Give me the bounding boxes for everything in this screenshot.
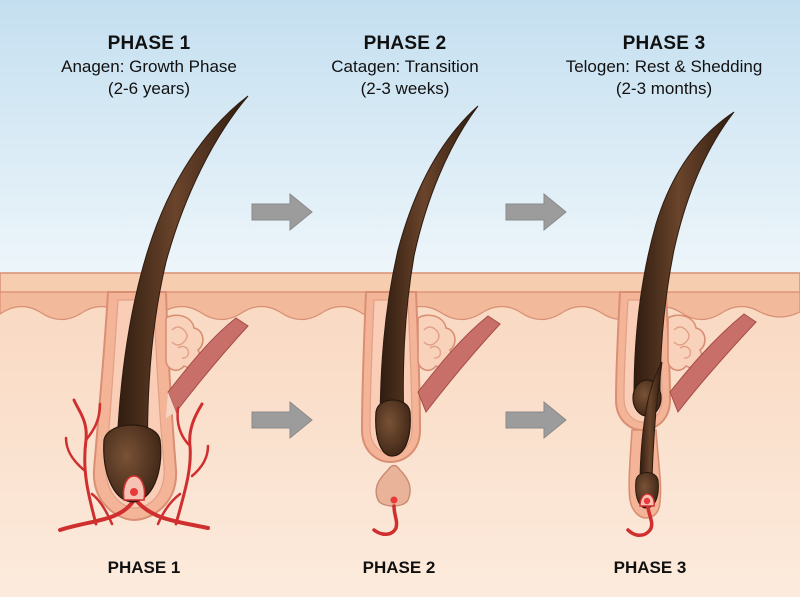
phase-2-illustration [360,105,501,536]
arrector-pili-muscle [417,315,501,414]
arrow-right-icon [505,192,567,232]
club-hair-shaft [633,111,735,397]
arrows [251,192,567,440]
dermal-papilla [375,464,411,507]
phase-duration: (2-6 years) [107,79,191,98]
phase-title: PHASE 1 [107,33,191,54]
phase-2-footer-label: PHASE 2 [362,558,436,577]
hair-shaft [379,105,479,431]
sebaceous-gland [667,314,706,372]
phase-duration: (2-3 months) [615,79,713,98]
arrector-pili-muscle [167,317,249,414]
blood-vessels [58,398,210,532]
phase-name: Anagen: Growth Phase [61,57,237,76]
phase-name: Telogen: Rest & Shedding [565,57,763,76]
arrow-right-icon [505,400,567,440]
phase-title: PHASE 3 [622,33,706,54]
hair-shaft [115,95,249,471]
sebaceous-gland [417,314,456,372]
sebaceous-gland [165,314,204,372]
phase-1-footer-label: PHASE 1 [107,558,181,577]
blood-vessels [626,506,654,537]
papilla-capillary [130,488,138,496]
phase-1-heading: PHASE 1 Anagen: Growth Phase (2-6 years) [19,32,279,100]
phase-1-illustration [58,95,249,532]
new-hair-shaft [639,361,663,487]
phase-name: Catagen: Transition [331,57,479,76]
blood-vessels [372,504,399,536]
arrow-right-icon [251,192,313,232]
phase-2-heading: PHASE 2 Catagen: Transition (2-3 weeks) [275,32,535,100]
arrector-pili-muscle [669,313,757,413]
sebaceous-lobules [423,326,442,359]
hair-bulb [103,424,162,503]
phase-3-footer-label: PHASE 3 [613,558,687,577]
papilla-capillary [390,496,398,504]
phase-duration: (2-3 weeks) [360,79,450,98]
sebaceous-lobules [171,326,190,359]
muscle-tendon [166,392,176,418]
hair-bulb [375,399,411,457]
phase-3-heading: PHASE 3 Telogen: Rest & Shedding (2-3 mo… [534,32,794,100]
phase-3-illustration [614,111,757,537]
phase-title: PHASE 2 [363,33,447,54]
papilla-capillary [643,497,651,505]
sebaceous-lobules [673,326,692,359]
arrow-right-icon [251,400,313,440]
